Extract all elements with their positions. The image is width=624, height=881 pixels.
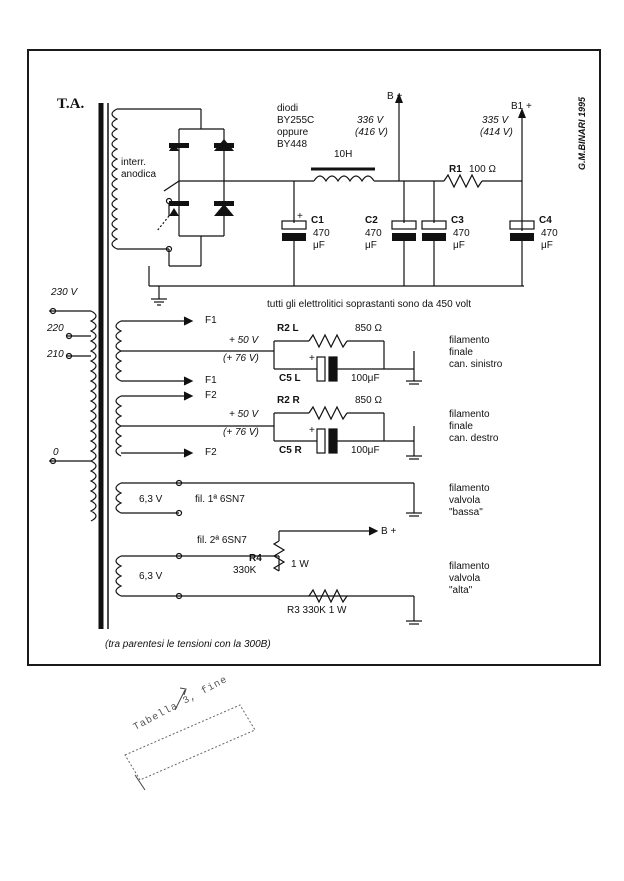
diodes-line-3: oppure: [277, 127, 309, 138]
c5r-name: C5 R: [279, 445, 302, 456]
switch-label-1: interr.: [121, 157, 147, 168]
fil2-desc-3: "alta": [449, 585, 473, 596]
footnote: (tra parentesi le tensioni con la 300B): [105, 639, 271, 650]
c1-name: C1: [311, 215, 324, 226]
b-plus-voltage: 336 V: [357, 115, 384, 126]
c4-name: C4: [539, 215, 552, 226]
b1-plus-label: B1 +: [511, 101, 532, 112]
left-desc-3: can. sinistro: [449, 359, 503, 370]
tap-220: 220: [47, 323, 64, 334]
r4-value: 330K: [233, 565, 257, 576]
c5r-plus: +: [309, 425, 315, 436]
diodes-line-4: BY448: [277, 139, 308, 150]
b1-plus-voltage-300b: (414 V): [480, 127, 513, 138]
c2-unit: μF: [365, 240, 377, 251]
r2l-name: R2 L: [277, 323, 299, 334]
left-voltage-300b: (+ 76 V): [223, 353, 259, 364]
right-voltage-300b: (+ 76 V): [223, 427, 259, 438]
f2-top: F2: [205, 390, 217, 401]
r1-name: R1: [449, 164, 462, 175]
right-desc-1: filamento: [449, 409, 490, 420]
transformer-title: T.A.: [57, 96, 85, 112]
right-voltage: + 50 V: [229, 409, 259, 420]
right-desc-3: can. destro: [449, 433, 499, 444]
r1-resistor: [443, 173, 483, 189]
r2r-value: 850 Ω: [355, 395, 382, 406]
primary-winding: [89, 310, 97, 522]
electrolytic-note: tutti gli elettrolitici soprastanti sono…: [267, 299, 471, 310]
r4-watt: 1 W: [291, 559, 309, 570]
c5r-value: 100μF: [351, 445, 380, 456]
c1-unit: μF: [313, 240, 325, 251]
f1-bottom: F1: [205, 375, 217, 386]
c4-unit: μF: [541, 240, 553, 251]
c5l-plus: +: [309, 353, 315, 364]
b-plus-voltage-300b: (416 V): [355, 127, 388, 138]
fil1-desc-1: filamento: [449, 483, 490, 494]
author-note: G.M.BINARI 1995: [577, 97, 587, 171]
fil2-desc-1: filamento: [449, 561, 490, 572]
f2-bottom: F2: [205, 447, 217, 458]
fil2-label: fil. 2ª 6SN7: [197, 535, 247, 546]
tap-230: 230 V: [51, 287, 78, 298]
fil1-desc-3: "bassa": [449, 507, 483, 518]
diodes-line-1: diodi: [277, 103, 299, 114]
choke-10h: [313, 175, 375, 183]
r1-value: 100 Ω: [469, 164, 496, 175]
b1-plus-voltage: 335 V: [482, 115, 509, 126]
fil1-desc-2: valvola: [449, 495, 481, 506]
left-voltage: + 50 V: [229, 335, 259, 346]
r2l-value: 850 Ω: [355, 323, 382, 334]
fil1-volt: 6,3 V: [139, 494, 163, 505]
r4-name: R4: [249, 553, 262, 564]
b-plus-label: B +: [387, 91, 403, 102]
f1-top: F1: [205, 315, 217, 326]
c4-value: 470: [541, 228, 558, 239]
hv-winding: [111, 108, 119, 250]
right-desc-2: finale: [449, 421, 473, 432]
c2-name: C2: [365, 215, 378, 226]
r2r-name: R2 R: [277, 395, 300, 406]
b-plus-fil: B +: [381, 526, 397, 537]
stamp-outline: [124, 687, 256, 790]
r3-label: R3 330K 1 W: [287, 605, 347, 616]
schematic-diagram: [49, 93, 535, 629]
choke-label: 10H: [334, 149, 353, 160]
schematic-frame: T.A. G.M.BINARI 1995 diodi BY255C oppure…: [27, 49, 601, 666]
c3-value: 470: [453, 228, 470, 239]
switch-label-2: anodica: [121, 169, 157, 180]
fil1-label: fil. 1ª 6SN7: [195, 494, 245, 505]
left-desc-2: finale: [449, 347, 473, 358]
diodes-line-2: BY255C: [277, 115, 315, 126]
left-desc-1: filamento: [449, 335, 490, 346]
c1-plus: +: [297, 211, 303, 222]
r4-resistor: [272, 540, 286, 572]
c5l-value: 100μF: [351, 373, 380, 384]
c2-value: 470: [365, 228, 382, 239]
fil2-volt: 6,3 V: [139, 571, 163, 582]
c1-value: 470: [313, 228, 330, 239]
tap-0: 0: [53, 447, 59, 458]
c3-name: C3: [451, 215, 464, 226]
c3-unit: μF: [453, 240, 465, 251]
tap-210: 210: [47, 349, 64, 360]
c5l-name: C5 L: [279, 373, 301, 384]
fil2-desc-2: valvola: [449, 573, 481, 584]
